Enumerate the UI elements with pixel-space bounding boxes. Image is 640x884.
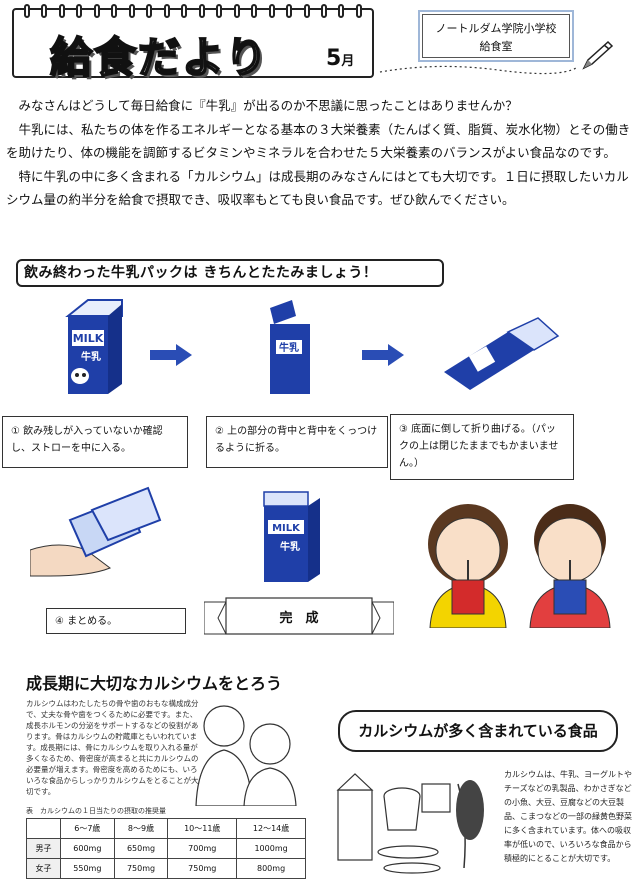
completed-carton-milk-label: MILK	[272, 523, 301, 534]
kids-flexing-illustration	[195, 705, 297, 806]
step-3-box: ③ 底面に倒して折り曲げる。（パックの上は閉じたままでもかまいません。）	[390, 414, 574, 480]
carton-milk-label: MILK	[73, 332, 104, 345]
calcium-foods-body: カルシウムは、牛乳、ヨーグルトやチーズなどの乳製品、わかさぎなどの小魚、大豆、豆…	[504, 770, 632, 863]
table-header-cell	[26, 818, 61, 839]
intro-paragraph-1: みなさんはどうして毎日給食に『牛乳』が出るのか不思議に思ったことはありませんか？	[18, 98, 518, 113]
calcium-foods-illustration	[336, 773, 484, 874]
arrow-right-icon	[150, 344, 192, 366]
completed-carton-illustration: MILK 牛乳	[263, 491, 320, 582]
table-cell: 750mg	[113, 858, 169, 879]
table-header-cell: 12～14歳	[236, 818, 306, 839]
title-notepad: 給食だより 5月	[12, 4, 374, 83]
table-cell: 600mg	[60, 838, 115, 859]
page-title: 給食だより	[49, 32, 270, 83]
carton-label: 牛乳	[81, 350, 101, 363]
decorative-dots	[379, 65, 577, 75]
notepad-rings	[24, 4, 362, 18]
calcium-table-title: 表 カルシウムの１日当たりの摂取の推奨量	[26, 807, 166, 815]
intro-text: みなさんはどうして毎日給食に『牛乳』が出るのか不思議に思ったことはありませんか？…	[6, 94, 638, 212]
table-header-cell: 10～11歳	[167, 818, 238, 839]
calcium-section-body: カルシウムはわたしたちの骨や歯のおもな構成成分で、丈夫な骨や歯をつくるために必要…	[26, 699, 199, 796]
completion-label: 完 成	[279, 610, 318, 626]
carton2-label: 牛乳	[279, 341, 299, 354]
table-cell: 800mg	[236, 858, 306, 879]
table-row-label: 男子	[26, 838, 61, 859]
table-row-label: 女子	[26, 858, 61, 879]
hands-bundling-illustration	[30, 486, 162, 577]
table-cell: 550mg	[60, 858, 115, 879]
calcium-section-title: 成長期に大切なカルシウムをとろう	[26, 674, 283, 693]
calcium-foods-banner: カルシウムが多く含まれている食品	[338, 710, 618, 752]
completed-carton-label: 牛乳	[280, 540, 300, 553]
children-drinking-milk-illustration	[428, 504, 611, 628]
intro-paragraph-2: 牛乳には、私たちの体を作るエネルギーとなる基本の３大栄養素（たんぱく質、脂質、炭…	[6, 121, 631, 161]
month-label: 5月	[326, 46, 355, 71]
department-name: 給食室	[479, 40, 513, 53]
table-cell: 1000mg	[236, 838, 306, 859]
milk-carton-illustration: MILK 牛乳	[65, 299, 123, 394]
calcium-intake-table: 6～7歳 8～9歳 10～11歳 12～14歳 男子 600mg 650mg 7…	[26, 818, 306, 879]
table-header-cell: 6～7歳	[60, 818, 115, 839]
step-1-box: ① 飲み残しが入っていないか確認し、ストローを中に入る。	[2, 416, 188, 468]
table-row: 女子 550mg 750mg 750mg 800mg	[26, 858, 306, 879]
intro-paragraph-3: 特に牛乳の中に多く含まれる「カルシウム」は成長期のみなさんにはとても大切です。１…	[6, 168, 629, 208]
table-cell: 650mg	[113, 838, 169, 859]
pencil-icon	[582, 40, 614, 70]
step-4-box: ④ まとめる。	[46, 608, 186, 634]
folding-banner: 飲み終わった牛乳パックは きちんとたたみましょう！	[16, 259, 444, 287]
table-cell: 700mg	[167, 838, 238, 859]
completion-ribbon: 完 成	[204, 597, 394, 635]
table-header-cell: 8～9歳	[113, 818, 169, 839]
carton-folding-step3-illustration	[444, 317, 560, 390]
carton-folding-step2-illustration: 牛乳	[270, 300, 310, 394]
school-name: ノートルダム学院小学校	[435, 22, 557, 35]
table-header-row: 6～7歳 8～9歳 10～11歳 12～14歳	[26, 818, 306, 839]
school-box: ノートルダム学院小学校 給食室	[418, 10, 574, 62]
table-row: 男子 600mg 650mg 700mg 1000mg	[26, 838, 306, 859]
step-2-box: ② 上の部分の背中と背中をくっつけるように折る。	[206, 416, 388, 468]
table-cell: 750mg	[167, 858, 238, 879]
arrow-right-icon	[362, 344, 404, 366]
